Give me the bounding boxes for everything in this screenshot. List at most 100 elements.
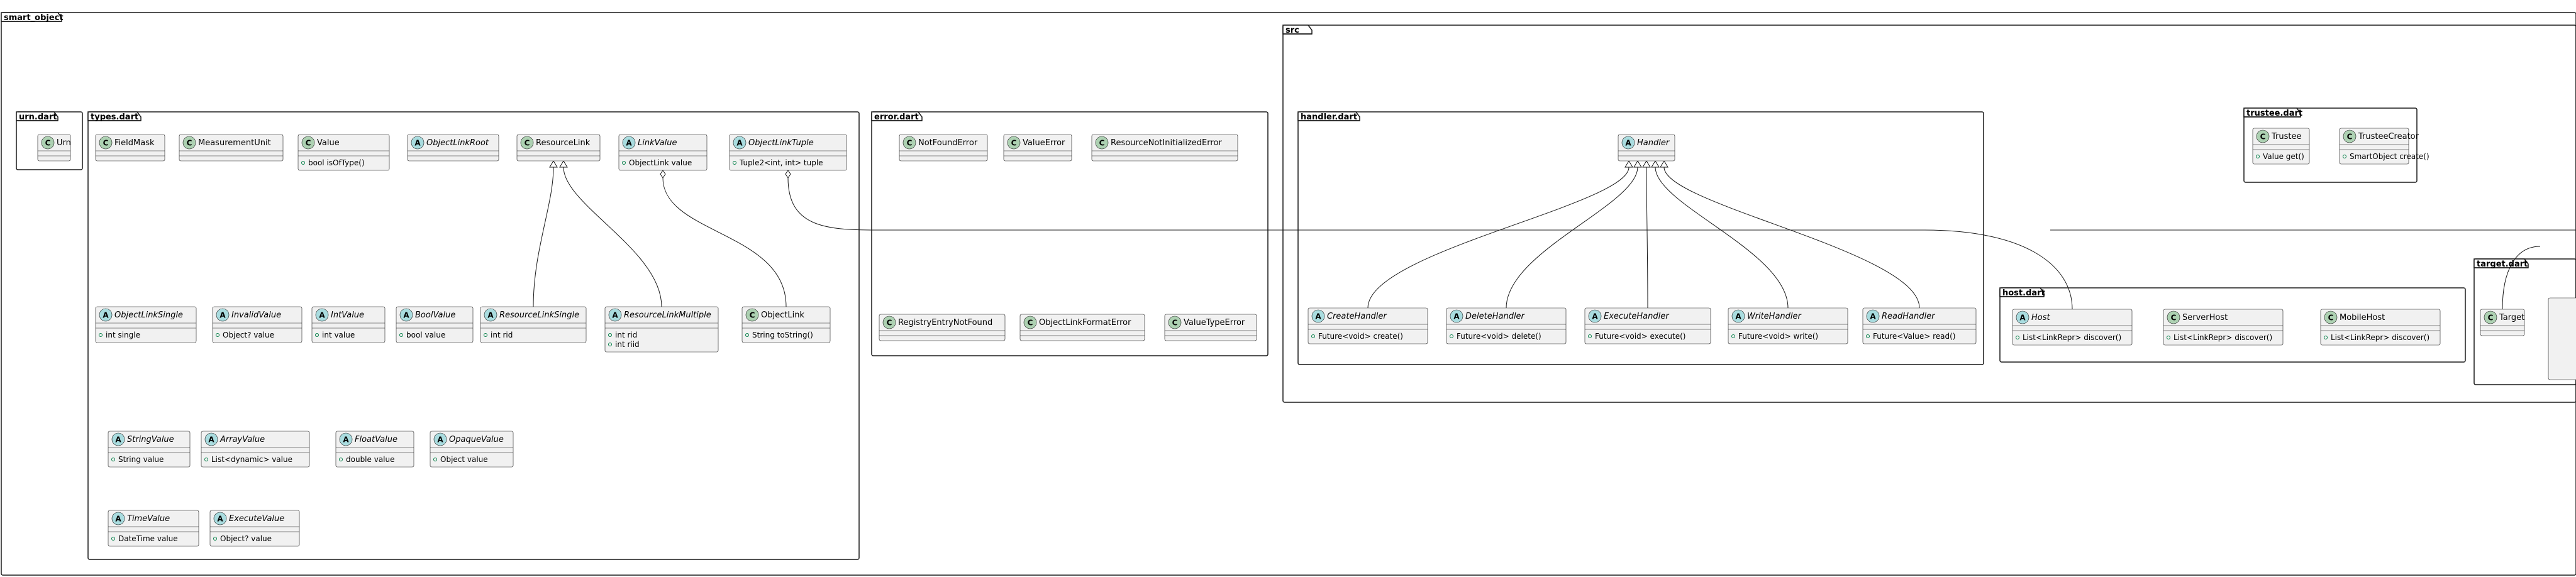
class-member: Object? value bbox=[223, 331, 274, 339]
class-member: String toString() bbox=[752, 331, 813, 339]
class-name: ResourceNotInitializedError bbox=[1111, 138, 1222, 148]
abstract-class-icon: A bbox=[733, 136, 747, 150]
abstract-class-icon: A bbox=[99, 308, 113, 322]
class-name: ExecuteValue bbox=[229, 514, 284, 524]
class-member: Object value bbox=[440, 455, 488, 464]
abstract-class-icon: A bbox=[622, 136, 636, 150]
class-name: Value bbox=[317, 138, 340, 148]
class-name: IntValue bbox=[331, 310, 364, 320]
class-name: ServerHost bbox=[2182, 313, 2228, 322]
abstract-class-icon: A bbox=[315, 308, 329, 322]
abstract-class-icon: A bbox=[204, 432, 218, 446]
package-label: smart_object bbox=[4, 13, 64, 23]
package-trustee: trustee.dart bbox=[2243, 107, 2418, 183]
svg-text:C: C bbox=[887, 319, 892, 327]
public-visibility-icon bbox=[2167, 336, 2170, 339]
public-visibility-icon bbox=[1450, 334, 1453, 338]
svg-text:A: A bbox=[1625, 139, 1631, 148]
class-name: FieldMask bbox=[114, 138, 155, 148]
class-member: int value bbox=[322, 331, 355, 339]
class-name: DeleteHandler bbox=[1465, 312, 1526, 321]
class-name: ObjectLinkSingle bbox=[114, 310, 183, 320]
class-member: Future<Value> read() bbox=[1873, 332, 1955, 341]
class-icon: C bbox=[902, 136, 916, 150]
class-member: double value bbox=[346, 455, 395, 464]
class-icon: C bbox=[99, 136, 113, 150]
class-name: ObjectLinkTuple bbox=[748, 138, 814, 148]
abstract-class-icon: A bbox=[1588, 309, 1602, 323]
class-name: OpaqueValue bbox=[449, 435, 504, 444]
public-visibility-icon bbox=[622, 161, 626, 165]
svg-text:C: C bbox=[2260, 133, 2266, 141]
class-icon: C bbox=[1168, 316, 1182, 329]
package-label: handler.dart bbox=[1301, 113, 1357, 122]
svg-text:A: A bbox=[1735, 312, 1741, 321]
class-icon: C bbox=[1007, 136, 1021, 150]
class-icon: C bbox=[2167, 310, 2180, 324]
package-error: error.dart bbox=[871, 111, 1269, 356]
class-icon: C bbox=[301, 136, 315, 150]
class-icon: C bbox=[2343, 129, 2357, 143]
svg-text:C: C bbox=[2171, 314, 2177, 322]
class-name: Trustee bbox=[2271, 132, 2301, 141]
abstract-class-icon: A bbox=[1621, 136, 1635, 150]
svg-text:A: A bbox=[2019, 314, 2026, 322]
class-member: Value get() bbox=[2263, 152, 2304, 161]
abstract-class-icon: A bbox=[608, 308, 622, 322]
svg-text:C: C bbox=[907, 139, 913, 148]
abstract-class-icon: A bbox=[433, 432, 447, 446]
public-visibility-icon bbox=[204, 458, 208, 461]
relation-extends-executehandler-handler bbox=[1642, 160, 1651, 309]
class-name: RegistryEntryNotFound bbox=[898, 318, 992, 327]
abstract-class-icon: A bbox=[1866, 309, 1880, 323]
svg-text:C: C bbox=[2328, 314, 2334, 322]
class-member: List<dynamic> value bbox=[211, 455, 292, 464]
class-name: BoolValue bbox=[415, 310, 455, 320]
class-registry-entry-not-found[interactable]: C RegistryEntryNotFound bbox=[879, 314, 1006, 341]
svg-text:A: A bbox=[414, 139, 421, 148]
svg-text:A: A bbox=[219, 311, 226, 320]
class-member: Object? value bbox=[220, 534, 272, 543]
class-not-found-error[interactable]: C NotFoundError bbox=[899, 134, 988, 162]
class-icon: C bbox=[41, 136, 55, 150]
svg-text:A: A bbox=[217, 515, 223, 524]
class-name: NotFoundError bbox=[918, 138, 978, 148]
